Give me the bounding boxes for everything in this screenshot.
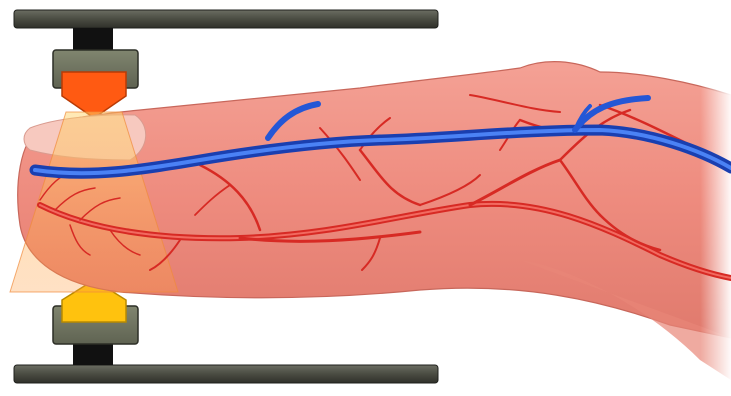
bottom-rail: [14, 365, 438, 383]
emitter-light-source: [62, 72, 126, 118]
top-rail: [14, 10, 438, 28]
